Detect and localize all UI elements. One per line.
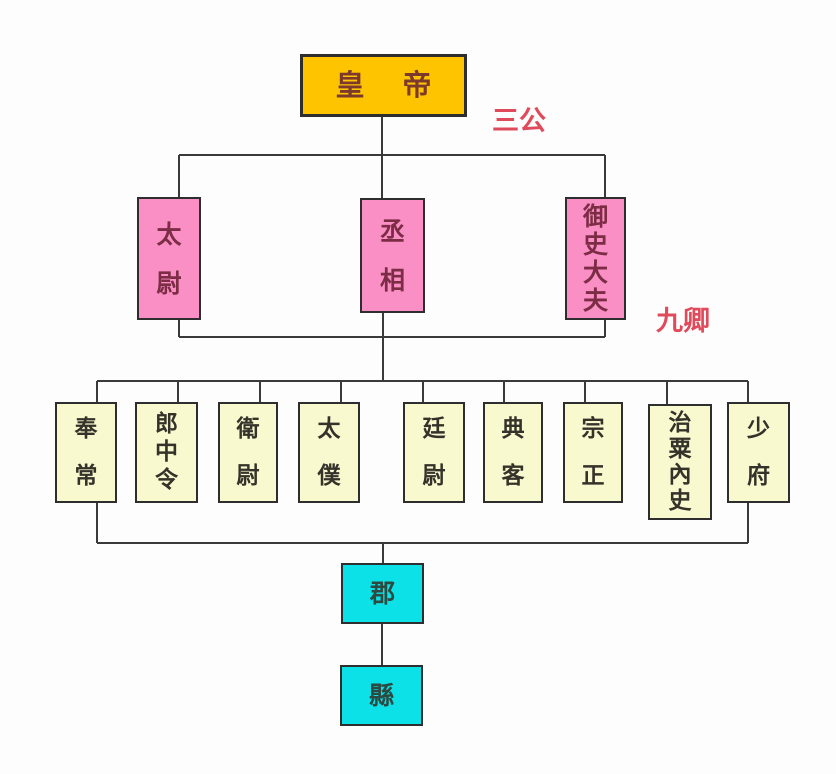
minister-label: 少府 [747, 415, 770, 489]
local-box-jun: 郡 [341, 563, 424, 624]
three-lords-label: 三公 [492, 106, 546, 137]
emperor-box: 皇帝 [300, 54, 467, 117]
lord-box-chengxiang: 丞相 [360, 198, 425, 313]
minister-box-zhisuneishi: 治粟內史 [648, 404, 712, 520]
lord-label: 太尉 [156, 219, 182, 298]
nine-ministers-label: 九卿 [656, 306, 710, 337]
minister-label: 衛尉 [236, 415, 260, 489]
minister-box-fengchang: 奉常 [55, 402, 117, 503]
lord-label: 丞相 [379, 216, 405, 295]
minister-label: 宗正 [581, 415, 605, 489]
emperor-label: 皇帝 [335, 68, 432, 102]
lord-box-yushidafu: 御史大夫 [565, 197, 626, 320]
minister-box-dianke: 典客 [483, 402, 543, 503]
minister-box-shaofu: 少府 [727, 402, 790, 503]
minister-box-weiwei: 衛尉 [218, 402, 278, 503]
minister-label: 太僕 [317, 415, 341, 489]
minister-label: 典客 [501, 415, 525, 489]
lord-label: 御史大夫 [582, 202, 608, 315]
minister-box-langzhongling: 郎中令 [135, 402, 198, 503]
minister-label: 廷尉 [422, 415, 446, 489]
minister-label: 奉常 [74, 415, 98, 489]
minister-label: 郎中令 [155, 411, 178, 493]
minister-box-zongzheng: 宗正 [563, 402, 623, 503]
minister-label: 治粟內史 [668, 409, 692, 514]
local-label: 郡 [369, 579, 395, 608]
local-box-xian: 縣 [340, 665, 423, 726]
connector-minister-stubs [96, 381, 749, 405]
minister-box-tingwei: 廷尉 [403, 402, 465, 503]
local-label: 縣 [368, 681, 394, 710]
minister-box-taipu: 太僕 [298, 402, 360, 503]
lord-box-taiwei: 太尉 [137, 197, 201, 320]
